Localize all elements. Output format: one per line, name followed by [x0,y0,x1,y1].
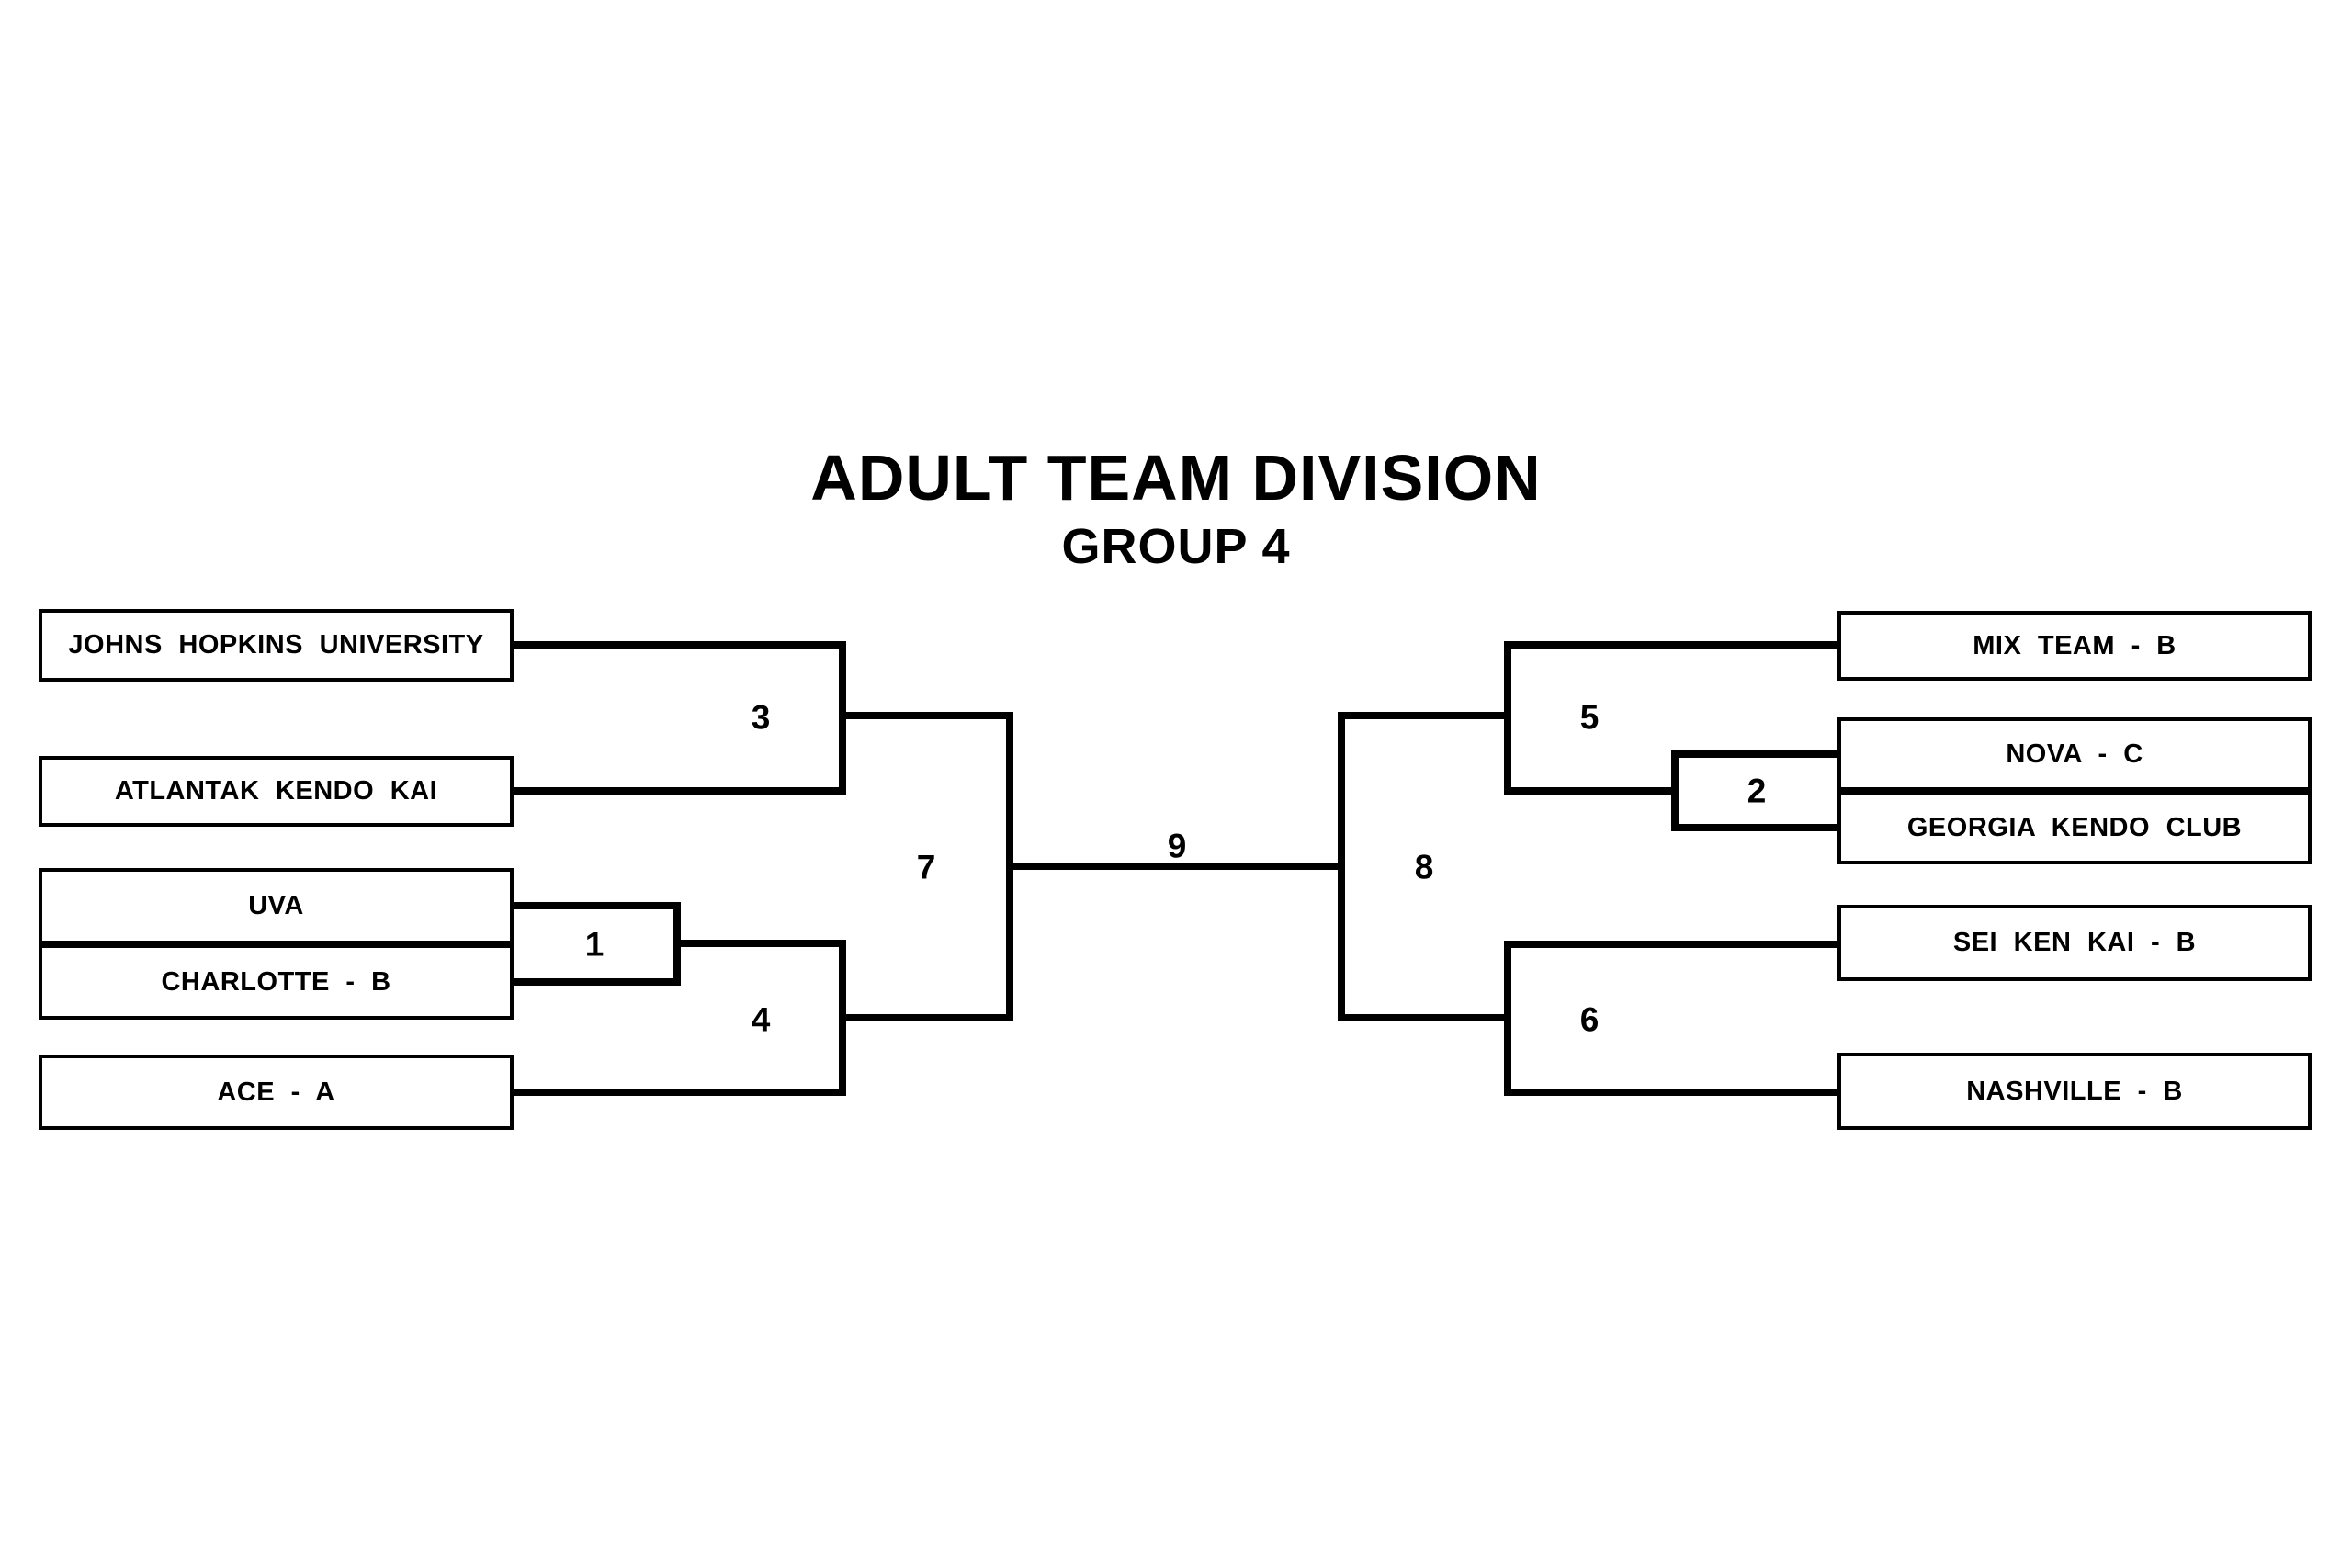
m1-arm-top [514,902,677,909]
team-box-georgia-kendo-club: GEORGIA KENDO CLUB [1838,791,2312,864]
m4-output [842,1014,1010,1021]
m6-arm-nashville [1508,1089,1838,1096]
tournament-title: ADULT TEAM DIVISION [810,442,1542,513]
team-box-atlantak-kendo-kai: ATLANTAK KENDO KAI [39,756,514,827]
team-name: NOVA - C [2006,739,2143,769]
m2-vertical [1671,750,1679,831]
m3-output [842,712,1010,719]
match-label-3: 3 [751,698,771,737]
team-name: CHARLOTTE - B [161,966,391,997]
team-name: ATLANTAK KENDO KAI [114,776,438,806]
team-name: MIX TEAM - B [1973,630,2177,660]
match-label-4: 4 [751,1000,771,1039]
m3-arm-bottom [514,787,842,795]
m5-vertical [1504,641,1511,795]
m5-arm-mix [1508,641,1838,649]
m2-output [1508,787,1675,795]
team-box-mix-team-b: MIX TEAM - B [1838,611,2312,681]
team-box-johns-hopkins-university: JOHNS HOPKINS UNIVERSITY [39,609,514,682]
m8-arm-top [1341,712,1508,719]
team-name: NASHVILLE - B [1966,1076,2183,1106]
final-line [1010,863,1341,870]
m2-arm-nova [1675,750,1838,758]
match-label-8: 8 [1414,848,1434,886]
team-name: ACE - A [217,1077,335,1107]
match-label-1: 1 [584,925,605,964]
m8-vertical [1338,712,1345,1021]
team-box-nova-c: NOVA - C [1838,717,2312,791]
team-box-sei-ken-kai-b: SEI KEN KAI - B [1838,905,2312,981]
team-box-charlotte-b: CHARLOTTE - B [39,944,514,1020]
match-label-5: 5 [1579,698,1600,737]
team-name: UVA [248,891,304,920]
team-box-ace-a: ACE - A [39,1055,514,1130]
m1-output [677,940,842,947]
m6-vertical [1504,941,1511,1096]
match-label-2: 2 [1747,772,1767,810]
m8-arm-bottom [1341,1014,1508,1021]
match-label-9: 9 [1167,827,1187,865]
team-box-uva: UVA [39,868,514,944]
team-name: JOHNS HOPKINS UNIVERSITY [68,630,484,660]
team-name: GEORGIA KENDO CLUB [1906,812,2243,842]
m4-arm-ace [514,1089,842,1096]
group-title: GROUP 4 [1061,519,1291,574]
match-label-6: 6 [1579,1000,1600,1039]
team-name: SEI KEN KAI - B [1952,928,2197,957]
m1-arm-bottom [514,978,677,986]
m6-arm-sei [1508,941,1838,948]
m3-arm-top [514,641,842,649]
team-box-nashville-b: NASHVILLE - B [1838,1053,2312,1130]
m2-arm-georgia [1675,824,1838,831]
match-label-7: 7 [916,848,936,886]
